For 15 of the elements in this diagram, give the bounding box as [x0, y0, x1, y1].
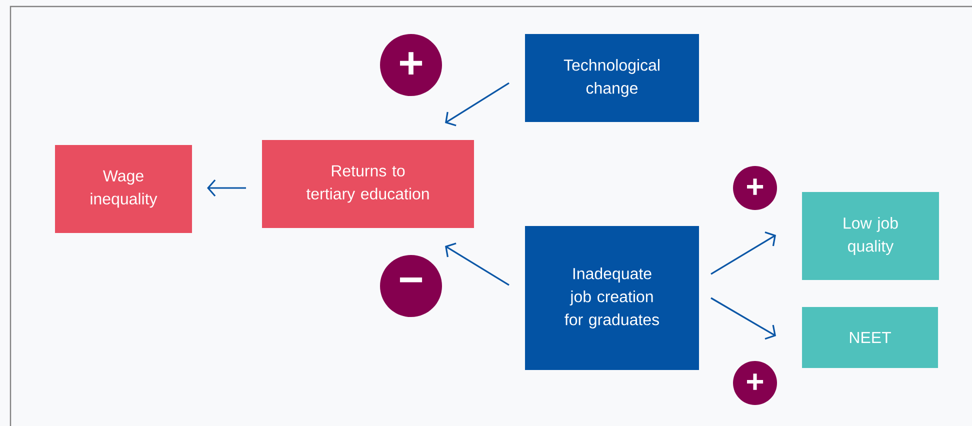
factor-box: Returns to tertiary education [262, 140, 474, 228]
sign-badge: − [380, 255, 442, 317]
arrow [445, 242, 510, 286]
factor-box: Low job quality [802, 192, 939, 280]
arrow [710, 232, 776, 275]
arrow [445, 82, 510, 126]
sign-badge: + [380, 34, 442, 96]
arrow [710, 297, 776, 340]
factor-box: Technological change [525, 34, 699, 122]
sign-badge: + [733, 361, 777, 405]
factor-box: NEET [802, 307, 938, 368]
factor-box: Wage inequality [55, 145, 192, 233]
factor-box: Inadequate job creation for graduates [525, 226, 699, 370]
arrow [207, 179, 246, 197]
sign-badge: + [733, 166, 777, 210]
